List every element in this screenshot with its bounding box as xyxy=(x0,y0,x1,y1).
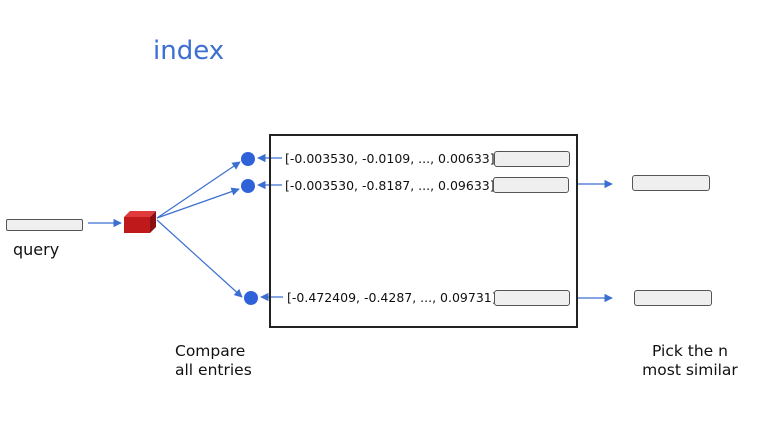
entry-1-dot xyxy=(241,152,255,166)
entry-1-vector: [-0.003530, -0.0109, ..., 0.00633] xyxy=(285,151,495,166)
embedder-to-entry-3-arrow xyxy=(156,219,243,298)
entry-3-document-slot xyxy=(494,290,570,306)
index-container xyxy=(269,134,578,328)
compare-caption: Compare all entries xyxy=(175,342,252,380)
entry-1-document-slot xyxy=(494,151,570,167)
entry-2-dot xyxy=(241,179,255,193)
index-title: index xyxy=(153,36,225,66)
entry-2-vector: [-0.003530, -0.8187, ..., 0.09633] xyxy=(285,178,495,193)
result-2-slot xyxy=(634,290,712,306)
result-1-slot xyxy=(632,175,710,191)
compare-caption-line-1: Compare xyxy=(175,342,246,360)
compare-caption-line-2: all entries xyxy=(175,361,252,379)
entry-2-document-slot xyxy=(493,177,569,193)
embedder-to-entry-1-arrow xyxy=(156,161,241,219)
query-label: query xyxy=(13,240,60,259)
pick-caption-line-1: Pick the n xyxy=(652,342,728,360)
entry-3-vector: [-0.472409, -0.4287, ..., 0.09731] xyxy=(287,290,497,305)
entry-3-dot xyxy=(244,291,258,305)
pick-caption-line-2: most similar xyxy=(642,361,738,379)
query-input-slot xyxy=(6,219,83,231)
embedder-cube-icon xyxy=(124,211,156,233)
pick-caption: Pick the n most similar xyxy=(640,342,740,380)
embedder-to-entry-2-arrow xyxy=(156,187,240,219)
